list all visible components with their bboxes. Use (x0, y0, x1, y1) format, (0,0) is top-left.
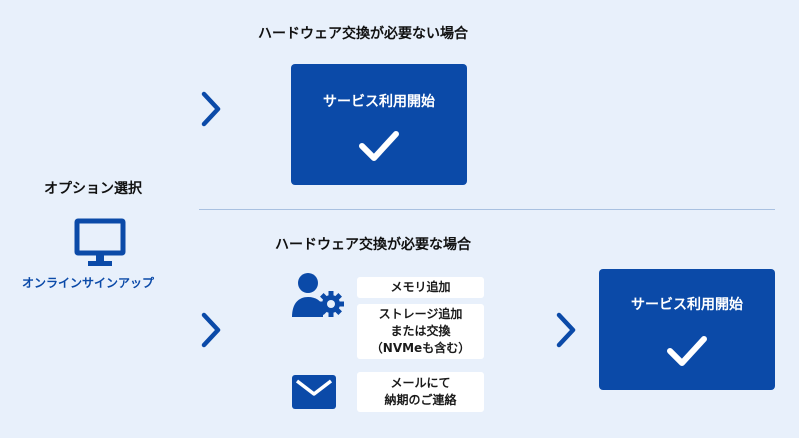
pill-line: メモリ追加 (390, 280, 451, 294)
hardware-change-heading: ハードウェア交換が必要な場合 (275, 237, 471, 253)
pill-line: 納期のご連絡 (384, 393, 457, 407)
service-start-title: サービス利用開始 (631, 297, 743, 313)
no-hardware-change-heading: ハードウェア交換が必要ない場合 (258, 26, 468, 42)
storage-pill: ストレージ追加 または交換 （NVMeも含む） (357, 304, 484, 359)
user-gear-icon (292, 273, 344, 317)
service-start-box: サービス利用開始 (599, 269, 775, 390)
pill-line: （NVMeも含む） (370, 341, 471, 355)
monitor-icon (74, 218, 126, 266)
pill-line: メールにて (390, 376, 451, 390)
mail-notice-pill: メールにて 納期のご連絡 (357, 372, 484, 412)
mail-icon (292, 375, 336, 409)
chevron-right-icon (201, 312, 221, 348)
online-signup-label: オンラインサインアップ (22, 276, 155, 290)
service-start-box: サービス利用開始 (291, 64, 467, 185)
pill-line: または交換 (390, 324, 451, 338)
option-selection-heading: オプション選択 (44, 181, 142, 197)
check-icon (359, 131, 399, 161)
memory-add-pill: メモリ追加 (357, 277, 484, 298)
section-divider (199, 209, 775, 210)
check-icon (667, 336, 707, 366)
pill-line: ストレージ追加 (378, 307, 463, 321)
chevron-right-icon (556, 312, 576, 348)
chevron-right-icon (201, 91, 221, 127)
service-start-title: サービス利用開始 (323, 94, 435, 110)
